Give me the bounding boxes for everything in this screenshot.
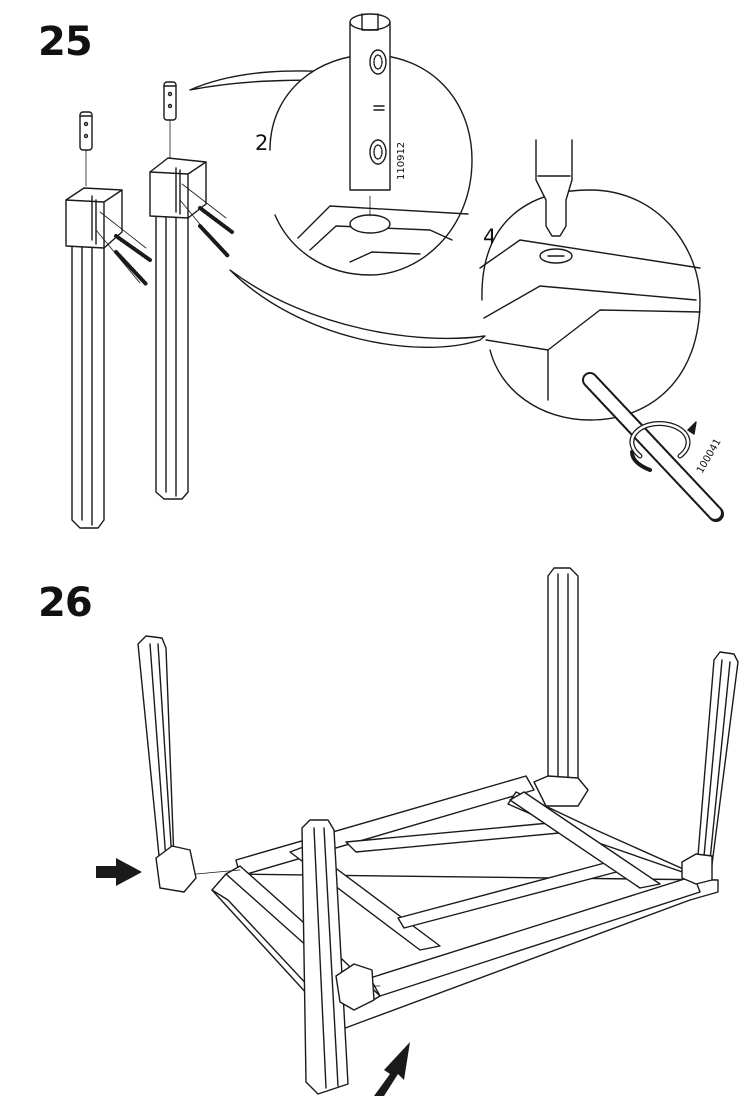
step-25-number: 25 — [38, 19, 93, 65]
table-leg-loose-front — [301, 819, 381, 1095]
table-leg-left — [65, 187, 123, 529]
detail-circle-dowel — [269, 13, 473, 276]
dowel-icon — [163, 81, 177, 159]
table-leg-far-right — [681, 651, 739, 885]
screw-icon — [179, 183, 234, 258]
rotate-arrow-icon — [629, 421, 697, 472]
push-arrow-icon — [96, 858, 142, 886]
step-26-number: 26 — [38, 580, 93, 626]
dowel-part-id: 110912 — [396, 142, 407, 180]
tabletop — [211, 775, 719, 1031]
screw-part-id: 100041 — [695, 437, 724, 476]
dowel-icon — [79, 111, 93, 187]
detail-circle-screw — [479, 139, 724, 522]
table-leg-loose-left — [137, 635, 241, 893]
callout-swoosh-bottom — [229, 269, 486, 349]
table-leg-back-right — [533, 567, 589, 807]
screw-icon — [95, 211, 152, 286]
table-leg-right — [149, 157, 207, 500]
screwdriver-icon — [535, 139, 573, 237]
push-arrow-icon — [374, 1042, 410, 1096]
